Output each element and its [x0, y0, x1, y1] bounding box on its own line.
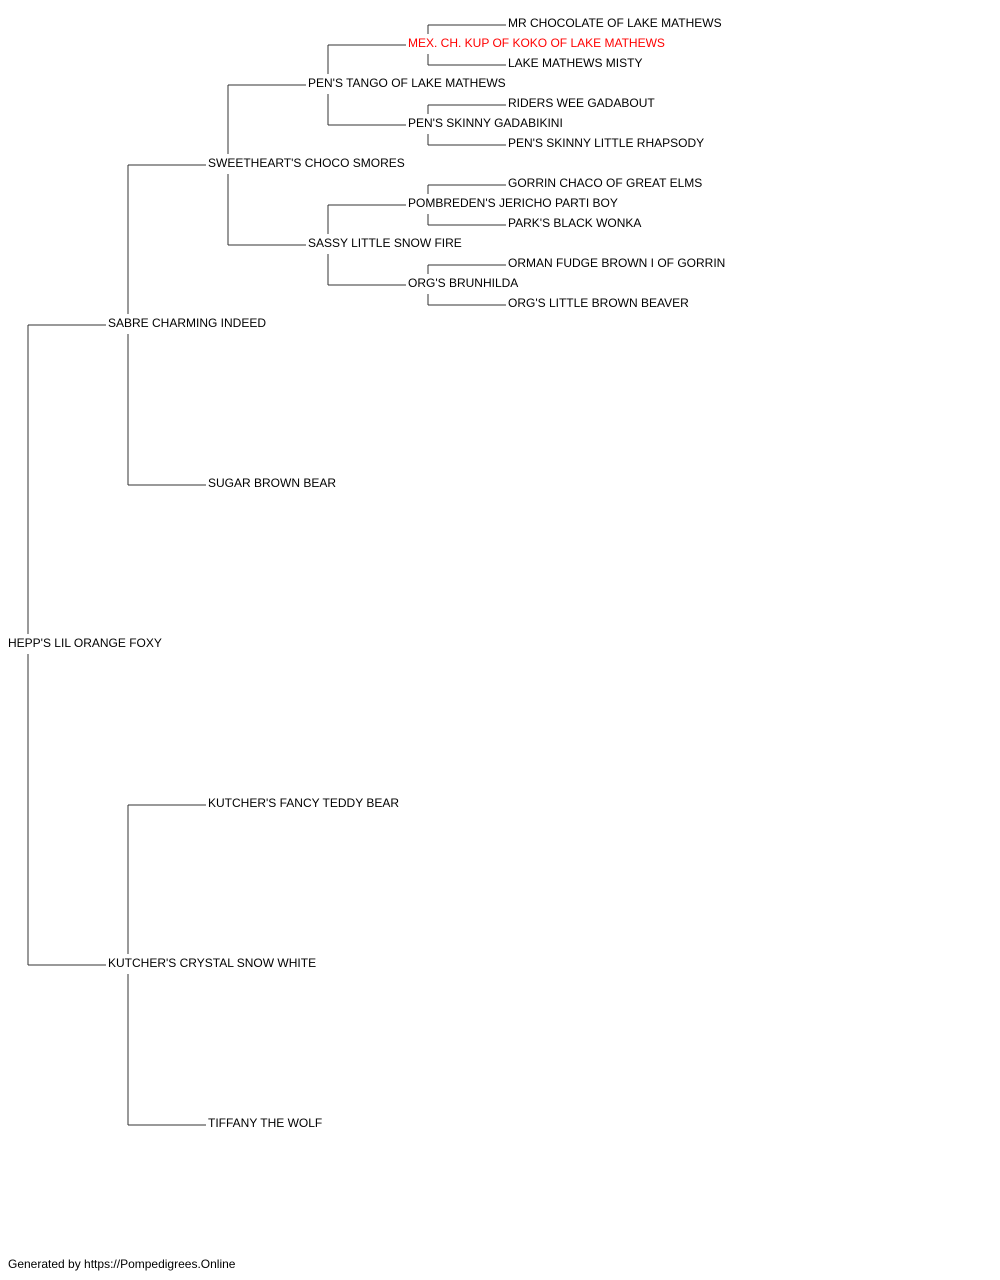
subject-dog[interactable]: HEPP'S LIL ORANGE FOXY — [8, 636, 162, 650]
ancestor-sssss[interactable]: MR CHOCOLATE OF LAKE MATHEWS — [508, 16, 722, 30]
ancestor-ssddd[interactable]: ORG'S LITTLE BROWN BEAVER — [508, 296, 689, 310]
sire[interactable]: SABRE CHARMING INDEED — [108, 316, 267, 330]
maternal-granddam[interactable]: TIFFANY THE WOLF — [208, 1116, 323, 1130]
ancestor-ssdss[interactable]: GORRIN CHACO OF GREAT ELMS — [508, 176, 703, 190]
great-grandsire-sss[interactable]: PEN'S TANGO OF LAKE MATHEWS — [308, 76, 506, 90]
ancestor-ssdsd[interactable]: PARK'S BLACK WONKA — [508, 216, 642, 230]
ancestor-sssd[interactable]: PEN'S SKINNY GADABIKINI — [408, 116, 563, 130]
paternal-grandsire[interactable]: SWEETHEART'S CHOCO SMORES — [208, 156, 405, 170]
dam[interactable]: KUTCHER'S CRYSTAL SNOW WHITE — [108, 956, 317, 970]
ancestor-ssdds[interactable]: ORMAN FUDGE BROWN I OF GORRIN — [508, 256, 726, 270]
paternal-granddam[interactable]: SUGAR BROWN BEAR — [208, 476, 337, 490]
ancestor-ssss-champion[interactable]: MEX. CH. KUP OF KOKO OF LAKE MATHEWS — [408, 36, 665, 50]
footer-credit: Generated by https://Pompedigrees.Online — [8, 1257, 236, 1271]
maternal-grandsire[interactable]: KUTCHER'S FANCY TEDDY BEAR — [208, 796, 400, 810]
great-granddam-ssd[interactable]: SASSY LITTLE SNOW FIRE — [308, 236, 462, 250]
ancestor-sssdd[interactable]: PEN'S SKINNY LITTLE RHAPSODY — [508, 136, 705, 150]
ancestor-ssdd[interactable]: ORG'S BRUNHILDA — [408, 276, 519, 290]
ancestor-sssds[interactable]: RIDERS WEE GADABOUT — [508, 96, 655, 110]
ancestor-ssssd[interactable]: LAKE MATHEWS MISTY — [508, 56, 643, 70]
ancestor-ssds[interactable]: POMBREDEN'S JERICHO PARTI BOY — [408, 196, 618, 210]
